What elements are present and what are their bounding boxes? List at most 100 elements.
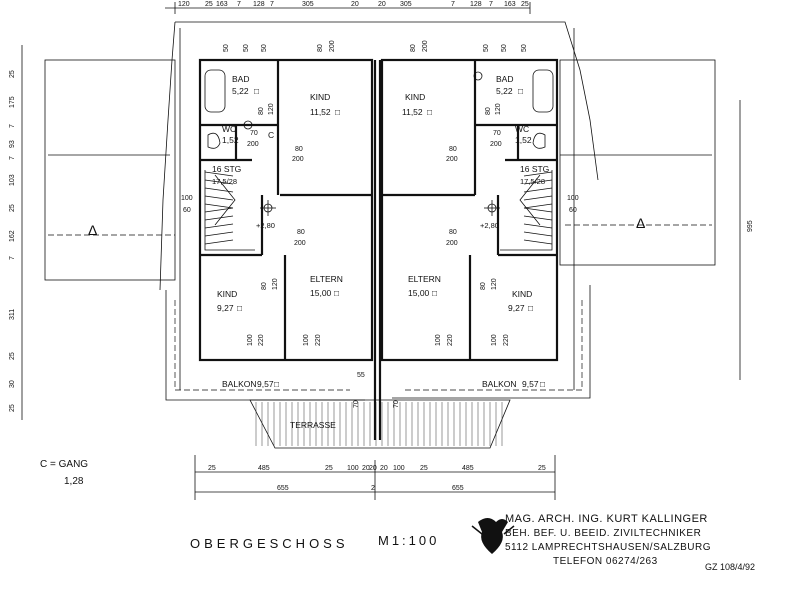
dim-top-2: 25 bbox=[205, 1, 213, 8]
door-h-left-2: 200 bbox=[294, 240, 306, 247]
room-name-kind-top-right: KIND bbox=[405, 92, 425, 102]
room-area-kind-bottom-left: 9,27 bbox=[217, 303, 234, 313]
left-staircase bbox=[204, 170, 255, 251]
kind-door-left-w: 80 bbox=[261, 282, 268, 290]
dim-right: 995 bbox=[747, 220, 754, 232]
dim-top-1: 120 bbox=[178, 1, 190, 8]
dim-left-1: 25 bbox=[9, 70, 16, 78]
dim-left-9: 7 bbox=[9, 256, 16, 260]
unit-eltern-right: □ bbox=[432, 288, 437, 298]
top-win-left-4: 80 bbox=[317, 44, 324, 52]
stair-tread bbox=[523, 215, 553, 221]
dim-left-11: 25 bbox=[9, 352, 16, 360]
eagle-seal-icon bbox=[471, 518, 515, 554]
door-h-left-1: 200 bbox=[292, 156, 304, 163]
stair-tread bbox=[523, 223, 553, 229]
stair-tread bbox=[523, 187, 553, 193]
bot-win-right-h2: 220 bbox=[503, 334, 510, 346]
room-area-eltern-left: 15,00 bbox=[310, 288, 332, 298]
room-name-eltern-left: ELTERN bbox=[310, 274, 343, 284]
bot-win-left-h1: 220 bbox=[258, 334, 265, 346]
top-win-right-3: 50 bbox=[483, 44, 490, 52]
room-area-eltern-right: 15,00 bbox=[408, 288, 430, 298]
kind-door-left-h: 120 bbox=[272, 278, 279, 290]
stg-ratio-left: 17,5/28 bbox=[212, 177, 237, 186]
balkon-left: BALKON bbox=[222, 379, 257, 389]
architect-address: 5112 LAMPRECHTSHAUSEN/SALZBURG bbox=[505, 542, 711, 553]
bad-door-left-w: 80 bbox=[258, 107, 265, 115]
room-area-kind-top-right: 11,52 bbox=[402, 107, 423, 117]
dim-bot-13: 2 bbox=[371, 485, 375, 492]
terrace-label: TERRASSE bbox=[290, 420, 336, 430]
architect-phone: TELEFON 06274/263 bbox=[553, 556, 658, 567]
balkon-dim-left: 55 bbox=[357, 372, 365, 379]
bottom-dimensions: 25 485 25 100 20 20 20 100 25 485 25 655… bbox=[208, 465, 546, 492]
dim-bot-10: 485 bbox=[462, 465, 474, 472]
reference-number: GZ 108/4/92 bbox=[705, 562, 755, 572]
top-win-left-5: 200 bbox=[329, 40, 336, 52]
stair-tread bbox=[523, 239, 553, 245]
room-name-kind-bottom-left: KIND bbox=[217, 289, 237, 299]
room-name-bad-right: BAD bbox=[496, 74, 513, 84]
stair-tread bbox=[204, 215, 234, 221]
unit-kind-bottom-right: □ bbox=[528, 303, 533, 313]
balkon-area-left: 9,57 bbox=[257, 379, 274, 389]
dim-left-6: 103 bbox=[9, 174, 16, 186]
kind-door-right-w: 80 bbox=[480, 282, 487, 290]
right-unit-walls bbox=[380, 58, 559, 362]
win-w-left: 100 bbox=[181, 195, 193, 202]
bad-door-right-h: 120 bbox=[495, 103, 502, 115]
unit-bad-left: □ bbox=[254, 86, 259, 96]
door-h-right-1: 200 bbox=[446, 156, 458, 163]
dim-top-8: 20 bbox=[351, 1, 359, 8]
stair-tread bbox=[523, 195, 553, 201]
dim-bot-4: 100 bbox=[347, 465, 359, 472]
dim-top-11: 7 bbox=[451, 1, 455, 8]
dim-top-7: 305 bbox=[302, 1, 314, 8]
dim-left-10: 311 bbox=[9, 309, 16, 320]
stg-left: 16 STG bbox=[212, 164, 241, 174]
balcony-outline bbox=[165, 285, 591, 401]
stair-tread bbox=[204, 203, 234, 209]
stair-tread bbox=[523, 207, 553, 213]
plan-title: OBERGESCHOSS bbox=[190, 536, 349, 551]
dim-bot-1: 25 bbox=[208, 465, 216, 472]
room-area-bad-left: 5,22 bbox=[232, 86, 249, 96]
win-h-right: 60 bbox=[569, 207, 577, 214]
level-marker-right bbox=[484, 200, 500, 216]
unit-balkon-left: □ bbox=[274, 379, 279, 389]
plan-scale: M1:100 bbox=[378, 533, 439, 548]
stair-tread bbox=[204, 187, 234, 193]
stg-ratio-right: 17,5/28 bbox=[520, 177, 545, 186]
left-unit-walls bbox=[198, 58, 374, 362]
door-w-left-1: 80 bbox=[295, 146, 303, 153]
terrace-dim-left: 70 bbox=[353, 400, 360, 408]
bottom-dimension-lines bbox=[194, 455, 556, 500]
dim-left-7: 25 bbox=[9, 204, 16, 212]
stair-tread bbox=[204, 179, 234, 185]
stair-tread bbox=[523, 231, 553, 237]
room-name-kind-bottom-right: KIND bbox=[512, 289, 532, 299]
unit-eltern-left: □ bbox=[334, 288, 339, 298]
dim-top-10: 305 bbox=[400, 1, 412, 8]
dim-top-5: 128 bbox=[253, 1, 265, 8]
wcdoor-w-left: 70 bbox=[250, 130, 258, 137]
top-win-left-2: 50 bbox=[243, 44, 250, 52]
wcdoor-h-left: 200 bbox=[247, 141, 259, 148]
dim-left-8: 162 bbox=[9, 230, 16, 242]
bot-win-left-h2: 220 bbox=[315, 334, 322, 346]
dim-left-13: 25 bbox=[9, 404, 16, 412]
dim-bot-8: 100 bbox=[393, 465, 405, 472]
level-right: +2,80 bbox=[480, 221, 499, 230]
top-dimensions: 120 25 163 7 128 7 305 20 20 305 7 128 7… bbox=[178, 1, 529, 8]
legend-gang: C = GANG bbox=[40, 459, 88, 470]
bot-win-left-w1: 100 bbox=[247, 334, 254, 346]
room-name-kind-top-left: KIND bbox=[310, 92, 330, 102]
dim-top-13: 7 bbox=[489, 1, 493, 8]
room-area-kind-bottom-right: 9,27 bbox=[508, 303, 525, 313]
wcdoor-h-right: 200 bbox=[490, 141, 502, 148]
dim-top-12: 128 bbox=[470, 1, 482, 8]
unit-kind-bottom-left: □ bbox=[237, 303, 242, 313]
stair-tread bbox=[204, 195, 234, 201]
stair-tread bbox=[523, 171, 553, 177]
